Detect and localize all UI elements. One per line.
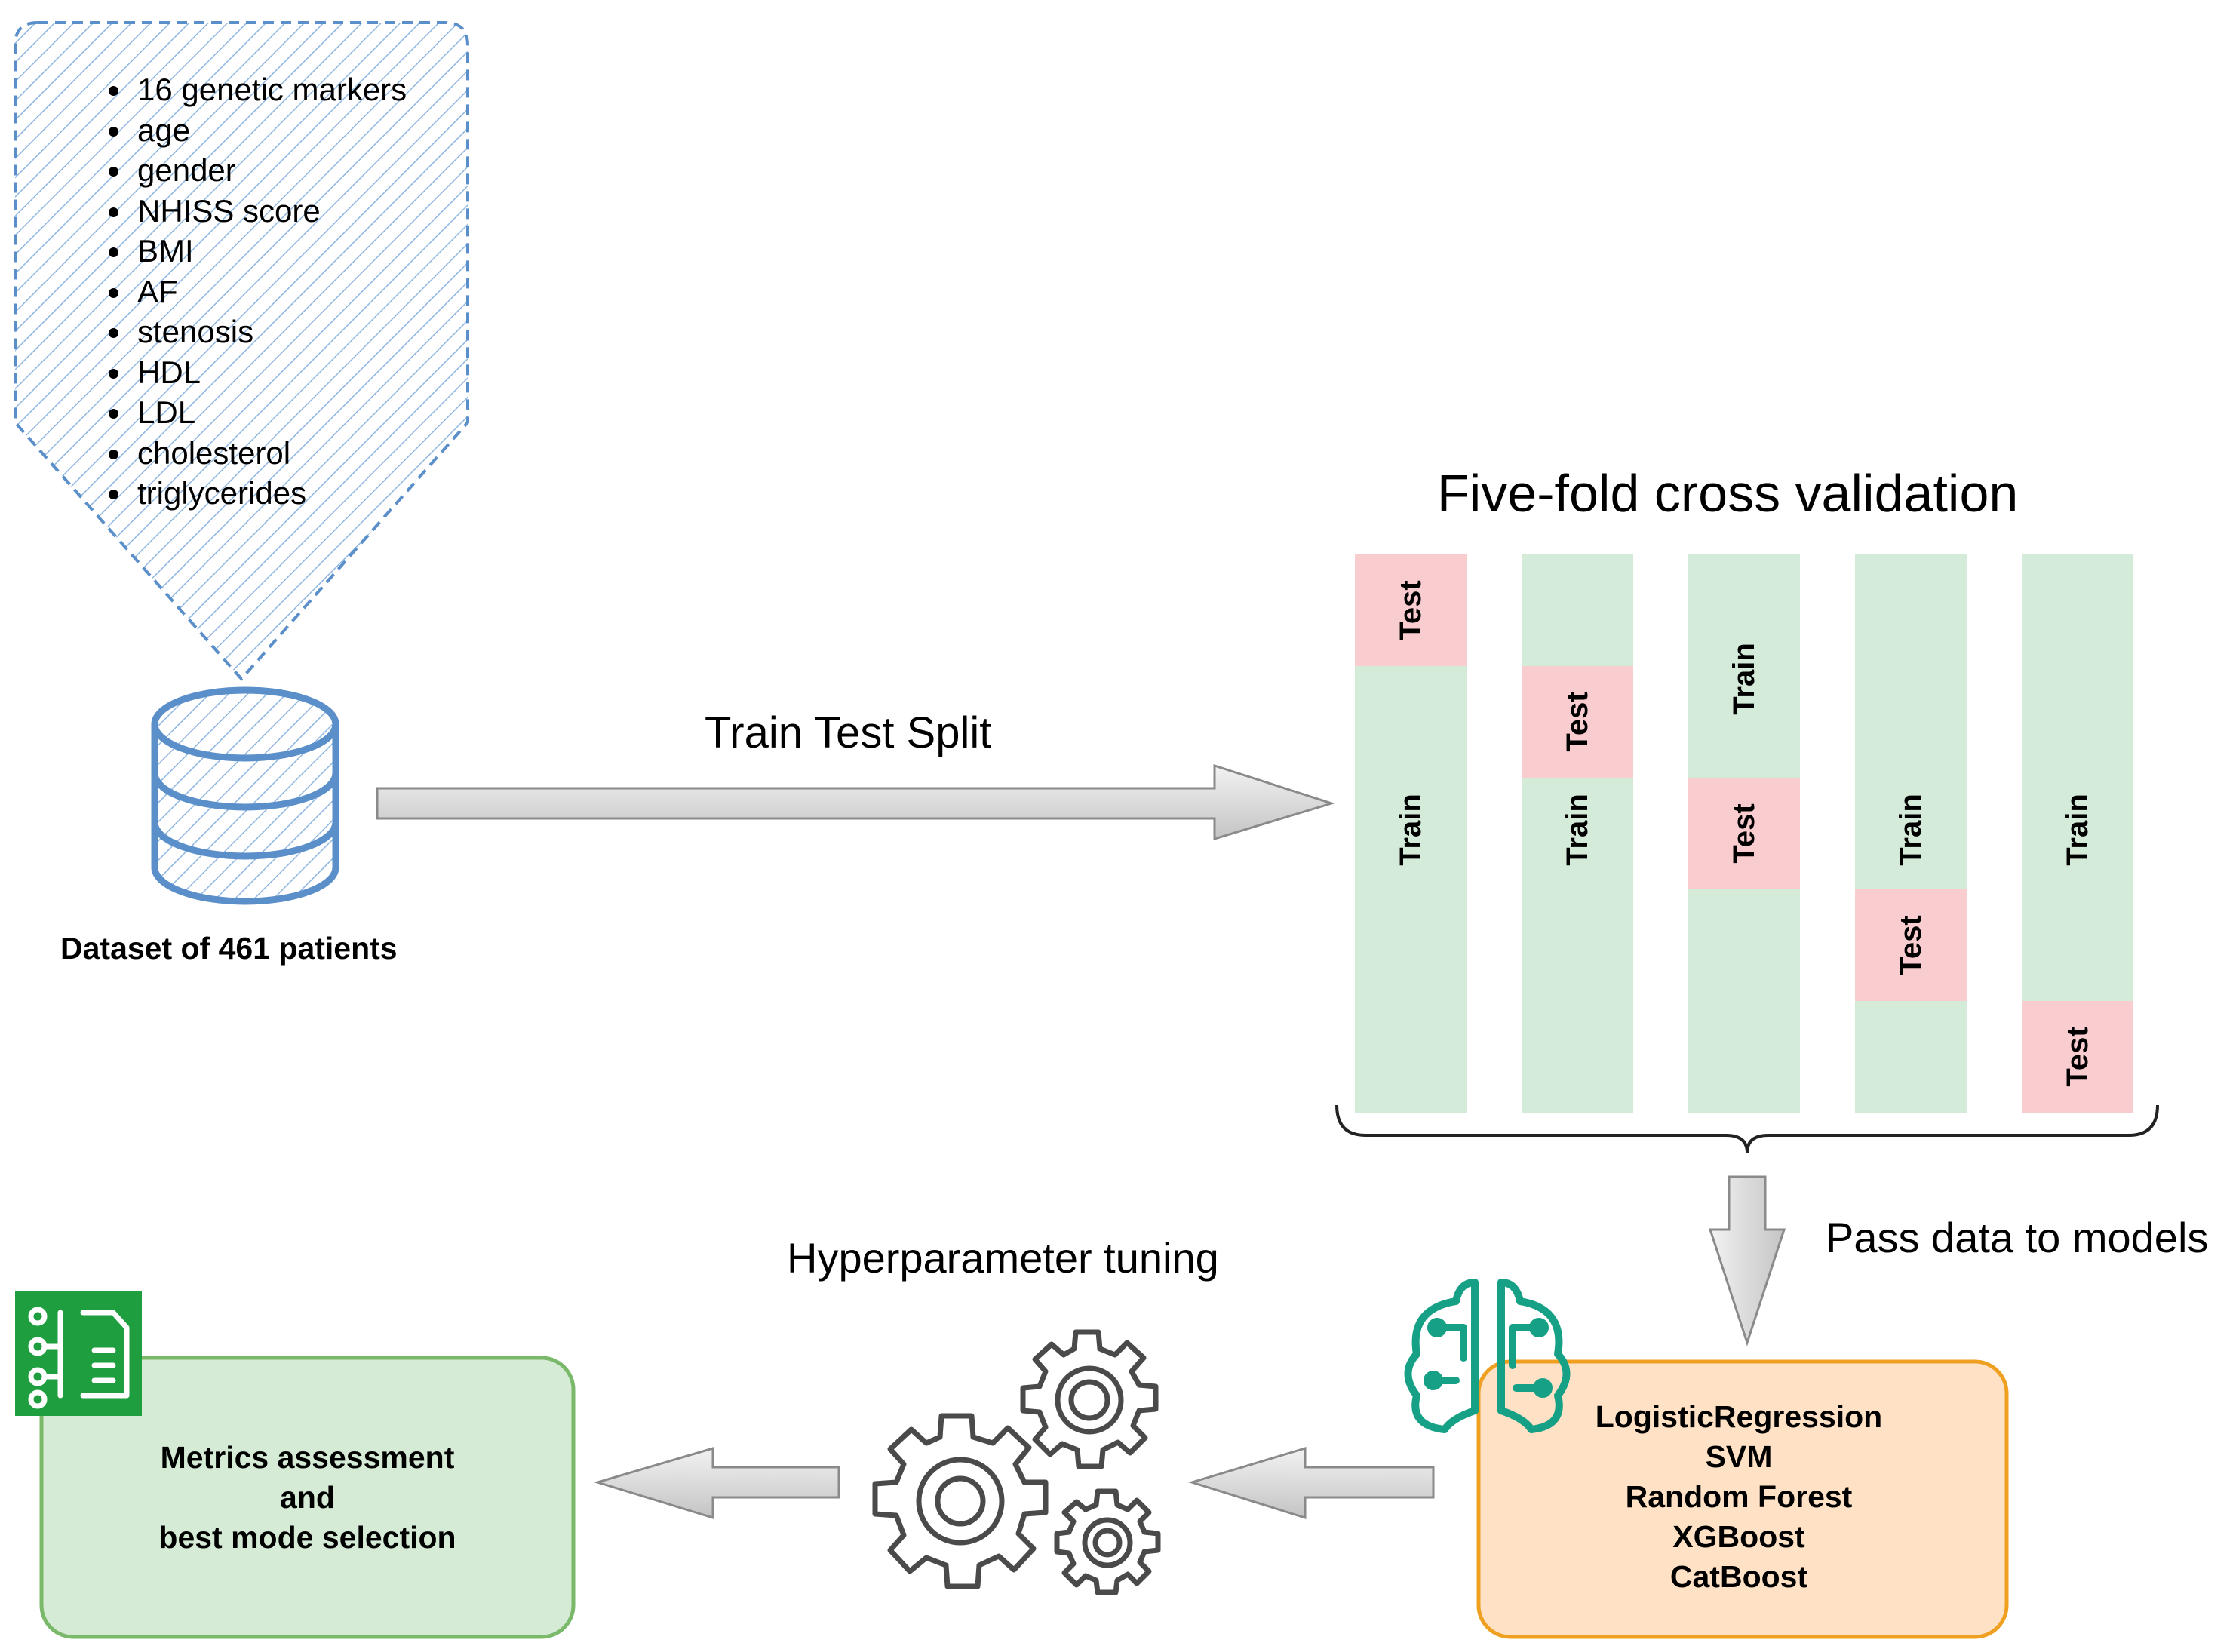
fold-2-train [1522, 554, 1633, 1113]
feature-item: gender [133, 150, 407, 191]
fold-4: Train Test [1855, 554, 1967, 1113]
metrics-line: best mode selection [158, 1519, 456, 1555]
fold-5-test-label: Test [2061, 1027, 2094, 1086]
tuning-to-metrics-arrow [593, 1446, 840, 1520]
feature-item: HDL [133, 352, 407, 393]
feature-item: BMI [133, 231, 407, 272]
gear-medium-icon [1020, 1329, 1159, 1469]
feature-item: NHISS score [133, 191, 407, 232]
pass-data-arrow [1708, 1175, 1786, 1346]
gears-icon [872, 1329, 1161, 1595]
fold-4-test-label: Test [1894, 915, 1927, 975]
models-to-tuning-arrow [1187, 1446, 1435, 1520]
fold-5-train-label: Train [2061, 794, 2094, 866]
dataset-label: Dataset of 461 patients [60, 931, 398, 966]
metrics-line: Metrics assessment [160, 1439, 455, 1475]
fold-2-train-label: Train [1561, 794, 1594, 866]
train-test-split-label: Train Test Split [705, 708, 992, 757]
feature-item: cholesterol [133, 433, 407, 474]
feature-item: age [133, 110, 407, 151]
fold-3-train-label: Train [1728, 643, 1761, 715]
report-icon [15, 1291, 142, 1416]
feature-list: 16 genetic markers age gender NHISS scor… [91, 69, 407, 514]
model-name: LogisticRegression [1595, 1399, 1883, 1434]
features-callout [14, 21, 469, 682]
fold-4-train [1855, 554, 1967, 1113]
brain-circuit-icon [1404, 1279, 1571, 1433]
fold-4-train-label: Train [1894, 794, 1927, 866]
gear-small-icon [1054, 1488, 1161, 1595]
fold-4-test [1855, 889, 1967, 1001]
models-list: LogisticRegression SVM Random Forest XGB… [1475, 1361, 2003, 1632]
fold-1-train-label: Train [1394, 794, 1427, 866]
fold-1: Test Train [1355, 554, 1467, 1113]
fold-1-test-label: Test [1394, 580, 1427, 640]
feature-item: AF [133, 272, 407, 312]
models-box [1476, 1359, 2009, 1639]
fold-2-test-label: Test [1561, 692, 1594, 751]
fold-5: Train Test [2022, 554, 2133, 1113]
fold-2-test [1522, 666, 1633, 778]
metrics-box [39, 1356, 576, 1639]
model-name: XGBoost [1672, 1518, 1805, 1554]
pass-data-label: Pass data to models [1826, 1214, 2209, 1261]
feature-item: triglycerides [133, 473, 407, 514]
database-icon [151, 686, 339, 905]
fold-1-test [1355, 554, 1467, 666]
feature-item: LDL [133, 392, 407, 433]
fold-5-test [2022, 1001, 2133, 1113]
feature-item: stenosis [133, 312, 407, 352]
fold-2: Test Train [1522, 554, 1633, 1113]
hyperparameter-tuning-label: Hyperparameter tuning [787, 1234, 1219, 1282]
fold-3-test-label: Test [1728, 803, 1761, 863]
model-name: SVM [1705, 1439, 1773, 1474]
fold-3-test [1688, 778, 1800, 889]
feature-item: 16 genetic markers [133, 69, 407, 110]
cross-validation-title: Five-fold cross validation [1437, 464, 2019, 523]
fold-3: Train Test [1688, 554, 1800, 1113]
model-name: CatBoost [1669, 1558, 1808, 1594]
model-name: Random Forest [1625, 1479, 1853, 1514]
metrics-line: and [280, 1479, 335, 1515]
folds-brace [1335, 1104, 2159, 1153]
gear-large-icon [872, 1413, 1049, 1589]
folds-group: Test Train Test Train Train Test Train T… [1355, 554, 2133, 1113]
metrics-text: Metrics assessment and best mode selecti… [41, 1358, 573, 1637]
train-test-split-arrow [376, 763, 1336, 841]
